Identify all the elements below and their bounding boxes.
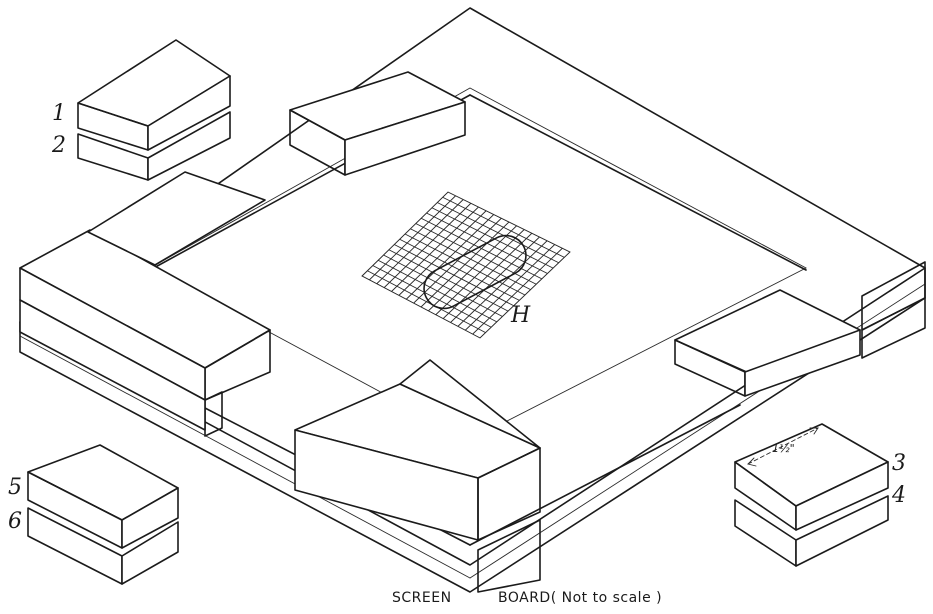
grid-line bbox=[457, 240, 548, 327]
piece-3-4: 1½" 3 4 bbox=[734, 423, 906, 567]
grid-line bbox=[435, 229, 525, 316]
piece-5-6: 5 6 bbox=[8, 444, 179, 585]
piece-1-2: 1 2 bbox=[51, 39, 231, 181]
grid-line bbox=[420, 221, 510, 308]
piece-label-6: 6 bbox=[8, 509, 22, 534]
grid-line bbox=[431, 207, 554, 269]
piece-label-4: 4 bbox=[891, 483, 906, 508]
left-block bbox=[19, 171, 271, 437]
caption-left: SCREEN bbox=[392, 590, 452, 606]
grid-label: H bbox=[510, 303, 531, 328]
grid-line bbox=[436, 202, 560, 264]
grid-line bbox=[472, 247, 563, 335]
piece-label-2: 2 bbox=[51, 133, 66, 158]
grid-line bbox=[427, 225, 518, 312]
grid-line bbox=[415, 223, 537, 285]
grid-line bbox=[442, 196, 565, 258]
grid-line bbox=[409, 228, 532, 291]
piece-label-5: 5 bbox=[8, 475, 22, 500]
caption-right: BOARD( Not to scale ) bbox=[498, 590, 662, 606]
piece-label-1: 1 bbox=[52, 101, 66, 126]
top-block bbox=[289, 71, 466, 176]
bottom-block bbox=[294, 359, 541, 593]
dimension-label: 1½" bbox=[772, 442, 795, 455]
right-block bbox=[674, 261, 926, 397]
grid-h: H bbox=[361, 191, 571, 339]
grid-line bbox=[464, 244, 556, 331]
oblong-hole bbox=[423, 234, 527, 310]
piece-label-3: 3 bbox=[892, 451, 906, 476]
